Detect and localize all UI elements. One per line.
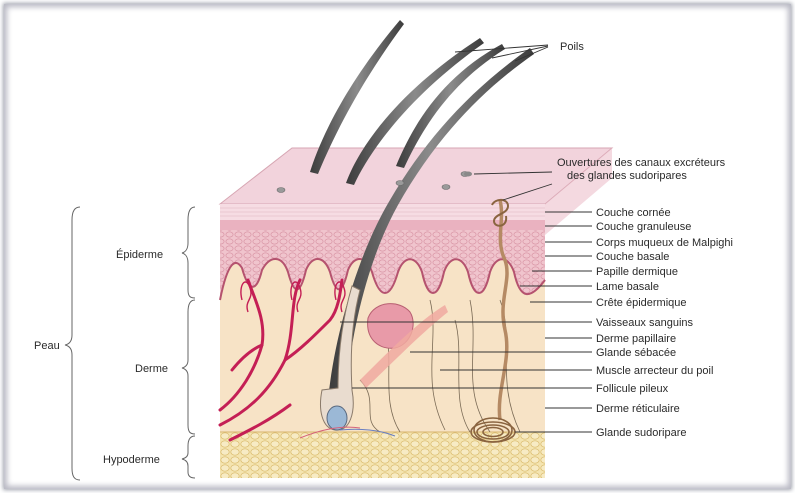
- label-couche-granuleuse: Couche granuleuse: [596, 221, 691, 233]
- label-couche-basale: Couche basale: [596, 251, 669, 263]
- label-glande-sudoripare: Glande sudoripare: [596, 427, 687, 439]
- label-muscle-arrecteur: Muscle arrecteur du poil: [596, 365, 713, 377]
- label-couche-cornee: Couche cornée: [596, 207, 671, 219]
- label-hypoderme: Hypoderme: [103, 454, 160, 466]
- label-poils: Poils: [560, 41, 584, 53]
- sweat-pore-opening: [464, 172, 472, 177]
- label-corps-muqueux: Corps muqueux de Malpighi: [596, 237, 733, 249]
- label-vaisseaux-sanguins: Vaisseaux sanguins: [596, 317, 694, 329]
- hair-bulb: [327, 406, 347, 430]
- figure-frame: Peau Épiderme Derme Hypoderme Poils Ouve…: [4, 4, 791, 489]
- label-derme-reticulaire: Derme réticulaire: [596, 403, 680, 415]
- label-ouvertures-2: des glandes sudoripares: [567, 170, 687, 182]
- label-crete-epidermique: Crête épidermique: [596, 297, 687, 309]
- label-lame-basale: Lame basale: [596, 281, 659, 293]
- label-ouvertures-1: Ouvertures des canaux excréteurs: [557, 157, 726, 169]
- label-glande-sebacee: Glande sébacée: [596, 347, 676, 359]
- label-derme: Derme: [135, 363, 168, 375]
- label-papille-dermique: Papille dermique: [596, 266, 678, 278]
- label-follicule-pileux: Follicule pileux: [596, 383, 669, 395]
- skin-top-surface: [220, 148, 612, 204]
- label-peau: Peau: [34, 340, 60, 352]
- region-braces: [65, 207, 195, 480]
- label-derme-papillaire: Derme papillaire: [596, 333, 676, 345]
- label-epiderme: Épiderme: [116, 248, 163, 261]
- skin-diagram: Peau Épiderme Derme Hypoderme Poils Ouve…: [4, 4, 791, 489]
